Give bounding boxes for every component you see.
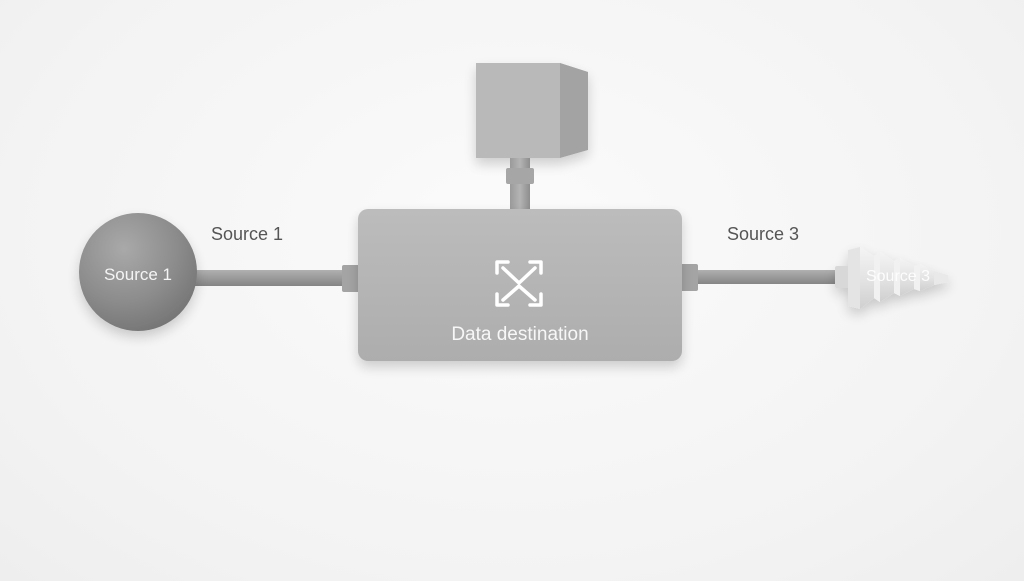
vertical-pipe-coupling [506,168,534,184]
right-pipe [680,264,840,291]
left-pipe-coupling [342,265,360,292]
cube-front-face [476,63,560,158]
source-1-node-label: Source 1 [103,265,173,284]
vertical-pipe [506,158,534,212]
source-3-cone [835,247,948,309]
source-1-sphere [79,213,197,331]
left-pipe [186,265,361,292]
source-3-label: Source 3 [727,224,800,244]
right-pipe-coupling [680,264,698,291]
merge-arrows-icon [495,260,543,307]
top-cube [476,63,588,158]
cube-side-face [560,63,588,158]
source-3-node-label: Source 3 [865,268,931,285]
data-destination-label: Data destination [451,324,589,345]
source-1-label: Source 1 [211,224,284,244]
